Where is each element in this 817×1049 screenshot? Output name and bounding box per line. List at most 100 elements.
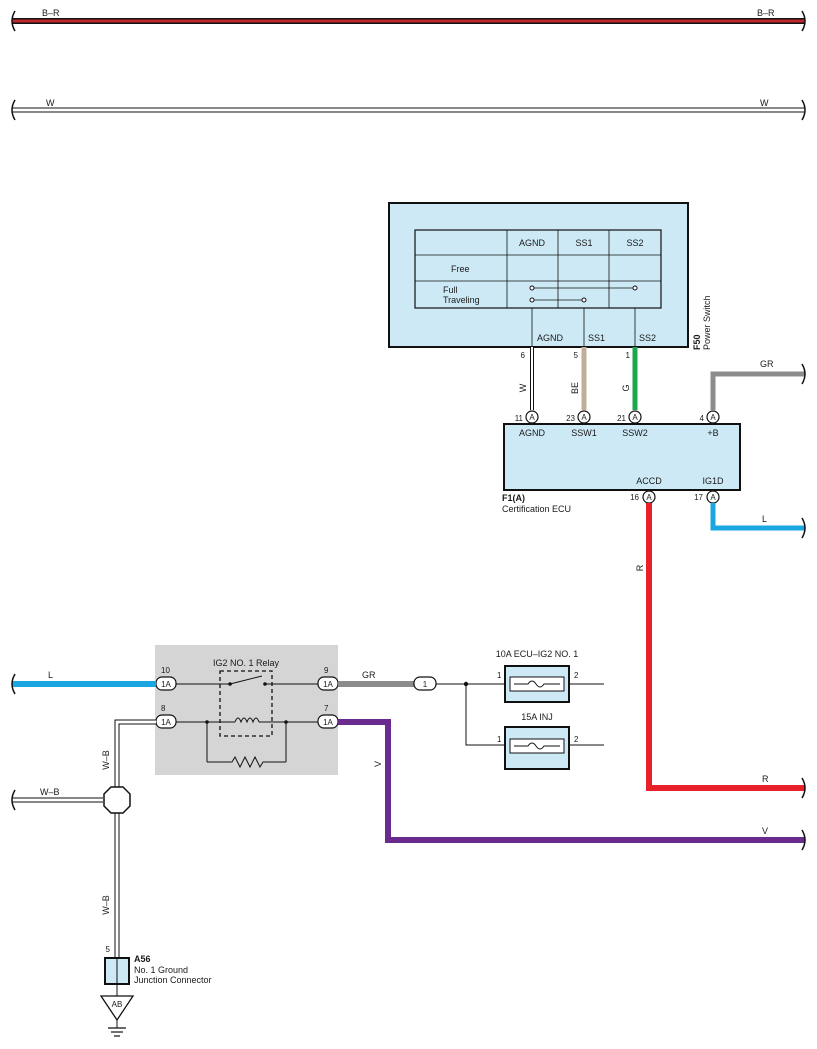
wire-break-gr <box>801 363 806 385</box>
ecu-connector-plus-b <box>706 410 720 424</box>
ecu-conn-a-6: A <box>710 493 716 502</box>
ground-code: A56 <box>134 954 151 964</box>
switch-code: F50 <box>692 334 702 350</box>
wire-label-wb-upper: W–B <box>101 750 111 770</box>
relay-switch-contact <box>175 675 318 686</box>
wire-label-r-right: R <box>762 774 769 784</box>
wire-label-v-right: V <box>762 826 768 836</box>
switch-name: Power Switch <box>702 295 712 350</box>
wire-label-l-left: L <box>48 670 53 680</box>
relay-ig2-no1 <box>155 645 338 775</box>
ground-point-label: AB <box>112 1000 123 1009</box>
wire-label-wb-left: W–B <box>40 787 60 797</box>
wire-label-v-vertical: V <box>373 761 383 767</box>
relay-conn-1a-7: 1A <box>323 718 333 727</box>
switch-row-free: Free <box>451 264 470 274</box>
ecu-code: F1(A) <box>502 493 525 503</box>
relay-pin-10: 10 <box>161 666 170 675</box>
wire-v <box>338 719 805 843</box>
wire-break-v-right <box>801 829 806 851</box>
ecu-name: Certification ECU <box>502 504 571 514</box>
ground-name-line1: No. 1 Ground <box>134 965 188 975</box>
fuse-10a-label: 10A ECU–IG2 NO. 1 <box>496 649 579 659</box>
ecu-conn-a-5: A <box>646 493 652 502</box>
wire-label-w-f50: W <box>518 383 528 392</box>
relay-title: IG2 NO. 1 Relay <box>213 658 280 668</box>
relay-pin-7: 7 <box>324 704 329 713</box>
wire-w-b <box>11 719 156 958</box>
wire-break-l-left <box>11 673 16 695</box>
wire-label-b-r-left: B–R <box>42 8 60 18</box>
fuse-15a-label: 15A INJ <box>521 712 553 722</box>
wire-break-r-right <box>801 777 806 799</box>
ecu-term-ssw2: SSW2 <box>622 428 648 438</box>
switch-contact-traveling <box>529 297 587 303</box>
wire-r-accd <box>646 503 805 791</box>
ground-point-triangle <box>99 995 135 1022</box>
switch-pin-1: 1 <box>626 351 631 360</box>
ecu-term-agnd: AGND <box>519 428 546 438</box>
wire-label-r-vertical: R <box>635 564 645 571</box>
switch-header-ss1: SS1 <box>575 238 592 248</box>
ecu-conn-a-1: A <box>529 413 535 422</box>
ground-icon <box>108 1020 126 1037</box>
switch-header-ss2: SS2 <box>626 238 643 248</box>
relay-resistor <box>207 755 286 769</box>
ecu-conn-a-2: A <box>581 413 587 422</box>
relay-conn-1a-8: 1A <box>161 718 171 727</box>
power-switch-f50 <box>388 202 689 348</box>
ecu-pin-23: 23 <box>566 414 575 423</box>
relay-coil <box>175 717 318 762</box>
wire-label-gr-mid: GR <box>362 670 376 680</box>
ecu-connector-ssw1 <box>577 410 591 424</box>
wire-break-l-right <box>801 517 806 539</box>
wire-label-g: G <box>621 384 631 391</box>
wire-label-w-left: W <box>46 98 55 108</box>
fuse-10a-element <box>514 680 560 688</box>
relay-housing <box>219 670 273 737</box>
wire-label-w-right: W <box>760 98 769 108</box>
ecu-pin-21: 21 <box>617 414 626 423</box>
switch-term-ss2: SS2 <box>639 333 656 343</box>
fuse-10a-pin-2: 2 <box>574 671 579 680</box>
wire-label-l-right: L <box>762 514 767 524</box>
wire-b-r-top <box>11 10 806 32</box>
ecu-conn-a-4: A <box>710 413 716 422</box>
fuse-10a-element-box <box>509 676 565 692</box>
ecu-connector-ssw2 <box>628 410 642 424</box>
switch-row-traveling: Traveling <box>443 295 480 305</box>
fuse-15a-element-box <box>509 738 565 754</box>
wire-label-gr-top: GR <box>760 359 774 369</box>
switch-pin-6: 6 <box>521 351 526 360</box>
wire-gr-plus-b <box>710 371 805 410</box>
ecu-term-accd: ACCD <box>636 476 662 486</box>
ecu-term-plus-b: +B <box>707 428 718 438</box>
relay-pin-9: 9 <box>324 666 329 675</box>
ecu-pin-16: 16 <box>630 493 639 502</box>
ecu-top-connectors <box>525 410 720 424</box>
relay-pin-8: 8 <box>161 704 166 713</box>
wire-w-top <box>11 99 806 121</box>
relay-conn-1a-9: 1A <box>323 680 333 689</box>
fuse-15a-pin-2: 2 <box>574 735 579 744</box>
ecu-pin-17: 17 <box>694 493 703 502</box>
ecu-term-ig1d: IG1D <box>702 476 724 486</box>
switch-term-ss1: SS1 <box>588 333 605 343</box>
switch-header-agnd: AGND <box>519 238 546 248</box>
certification-ecu-f1 <box>503 423 741 491</box>
ecu-term-ssw1: SSW1 <box>571 428 597 438</box>
inline-connector-pin: 1 <box>423 680 428 689</box>
fuse-15a-element <box>514 742 560 750</box>
ecu-pin-11: 11 <box>515 414 524 423</box>
wire-label-wb-lower: W–B <box>101 895 111 915</box>
switch-contact-full <box>529 285 638 291</box>
wire-label-b-r-right: B–R <box>757 8 775 18</box>
ground-name-line2: Junction Connector <box>134 975 212 985</box>
wire-label-be: BE <box>570 382 580 394</box>
ecu-conn-a-3: A <box>632 413 638 422</box>
switch-pin-5: 5 <box>574 351 579 360</box>
switch-row-full: Full <box>443 285 458 295</box>
splice-junction <box>103 786 131 814</box>
wire-l-ig1d <box>710 503 805 531</box>
